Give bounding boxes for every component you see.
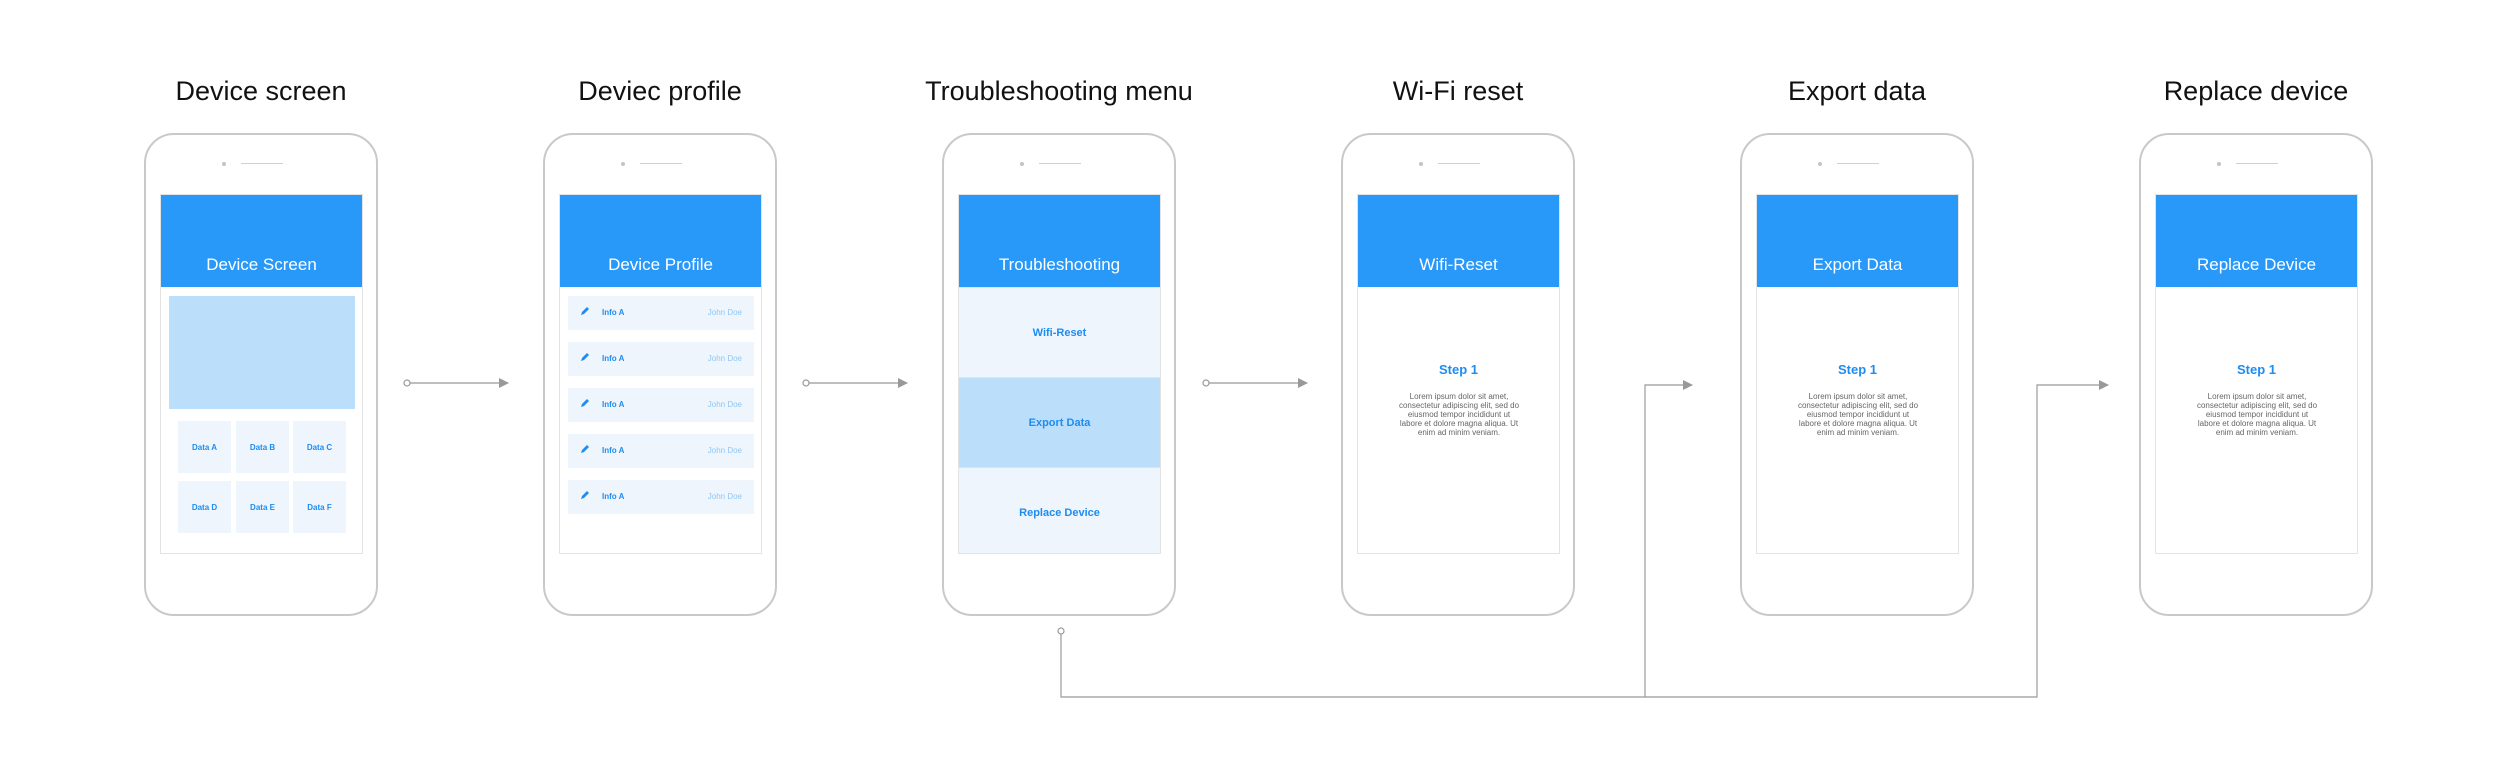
step-label: Step 1 <box>1837 362 1877 377</box>
image-placeholder <box>169 296 355 409</box>
speaker-slot <box>2236 163 2278 164</box>
profile-row[interactable]: Info A John Doe <box>568 434 754 468</box>
connector-device-to-profile <box>403 378 509 388</box>
data-tile[interactable]: Data B <box>236 421 289 473</box>
header-label: Wifi-Reset <box>1419 255 1498 274</box>
camera-dot <box>1020 162 1024 166</box>
data-tile[interactable]: Data A <box>178 421 231 473</box>
header-label: Device Screen <box>206 255 317 274</box>
screen-area: Device Profile Info A John Doe Info A Jo… <box>559 194 762 554</box>
phone-troubleshooting: Troubleshooting Wifi-Reset Export Data R… <box>942 133 1176 616</box>
phone-device-screen: Device Screen Data A Data B Data C Data … <box>144 133 378 616</box>
row-value: John Doe <box>707 492 742 501</box>
screen-title-replace-device: Replace device <box>2163 76 2349 106</box>
connector-menu-to-wifi-reset <box>1202 378 1308 388</box>
profile-row[interactable]: Info A John Doe <box>568 296 754 330</box>
phone-export-data: Export Data Step 1 Lorem ipsum dolor sit… <box>1740 133 1974 616</box>
header-label: Export Data <box>1812 255 1903 274</box>
screen-header: Replace Device <box>2156 195 2357 287</box>
row-label: Info A <box>602 308 625 317</box>
menu-item-export-data[interactable]: Export Data <box>959 377 1160 468</box>
screen-area: Replace Device Step 1 Lorem ipsum dolor … <box>2155 194 2358 554</box>
pencil-icon[interactable] <box>580 306 590 316</box>
row-value: John Doe <box>707 354 742 363</box>
camera-dot <box>222 162 226 166</box>
screen-area: Export Data Step 1 Lorem ipsum dolor sit… <box>1756 194 1959 554</box>
profile-row[interactable]: Info A John Doe <box>568 480 754 514</box>
row-value: John Doe <box>707 308 742 317</box>
data-tile[interactable]: Data E <box>236 481 289 533</box>
screen-header: Device Profile <box>560 195 761 287</box>
speaker-slot <box>1438 163 1480 164</box>
header-label: Replace Device <box>2196 255 2317 274</box>
screen-area: Troubleshooting Wifi-Reset Export Data R… <box>958 194 1161 554</box>
menu-item-wifi-reset[interactable]: Wifi-Reset <box>959 287 1160 378</box>
connector-profile-to-menu <box>802 378 908 388</box>
row-value: John Doe <box>707 400 742 409</box>
screen-header: Wifi-Reset <box>1358 195 1559 287</box>
screen-header: Export Data <box>1757 195 1958 287</box>
pencil-icon[interactable] <box>580 352 590 362</box>
speaker-slot <box>640 163 682 164</box>
step-description: Lorem ipsum dolor sit amet, consectetur … <box>1797 392 1919 437</box>
phone-wifi-reset: Wifi-Reset Step 1 Lorem ipsum dolor sit … <box>1341 133 1575 616</box>
speaker-slot <box>1837 163 1879 164</box>
data-tile[interactable]: Data F <box>293 481 346 533</box>
camera-dot <box>1419 162 1423 166</box>
screen-title-profile: Deviec profile <box>578 76 742 106</box>
step-description: Lorem ipsum dolor sit amet, consectetur … <box>2196 392 2318 437</box>
screen-title-export-data: Export data <box>1787 76 1927 106</box>
speaker-slot <box>241 163 283 164</box>
row-value: John Doe <box>707 446 742 455</box>
profile-row[interactable]: Info A John Doe <box>568 388 754 422</box>
pencil-icon[interactable] <box>580 444 590 454</box>
pencil-icon[interactable] <box>580 490 590 500</box>
phone-device-profile: Device Profile Info A John Doe Info A Jo… <box>543 133 777 616</box>
camera-dot <box>1818 162 1822 166</box>
screen-area: Device Screen Data A Data B Data C Data … <box>160 194 363 554</box>
screen-title-troubleshooting: Troubleshooting menu <box>925 76 1193 106</box>
camera-dot <box>2217 162 2221 166</box>
camera-dot <box>621 162 625 166</box>
row-label: Info A <box>602 354 625 363</box>
row-label: Info A <box>602 400 625 409</box>
phone-replace-device: Replace Device Step 1 Lorem ipsum dolor … <box>2139 133 2373 616</box>
step-label: Step 1 <box>2236 362 2276 377</box>
screen-title-device: Device screen <box>175 76 347 106</box>
connector-menu-to-export-and-replace <box>1057 380 2109 698</box>
screen-title-wifi-reset: Wi-Fi reset <box>1392 76 1524 106</box>
menu-item-replace-device[interactable]: Replace Device <box>959 467 1160 553</box>
profile-row[interactable]: Info A John Doe <box>568 342 754 376</box>
header-label: Troubleshooting <box>998 255 1121 274</box>
data-tile[interactable]: Data C <box>293 421 346 473</box>
step-description: Lorem ipsum dolor sit amet, consectetur … <box>1398 392 1520 437</box>
speaker-slot <box>1039 163 1081 164</box>
header-label: Device Profile <box>608 255 713 274</box>
screen-area: Wifi-Reset Step 1 Lorem ipsum dolor sit … <box>1357 194 1560 554</box>
data-tile[interactable]: Data D <box>178 481 231 533</box>
screen-header: Troubleshooting <box>959 195 1160 287</box>
screen-header: Device Screen <box>161 195 362 287</box>
pencil-icon[interactable] <box>580 398 590 408</box>
step-label: Step 1 <box>1438 362 1478 377</box>
row-label: Info A <box>602 446 625 455</box>
row-label: Info A <box>602 492 625 501</box>
